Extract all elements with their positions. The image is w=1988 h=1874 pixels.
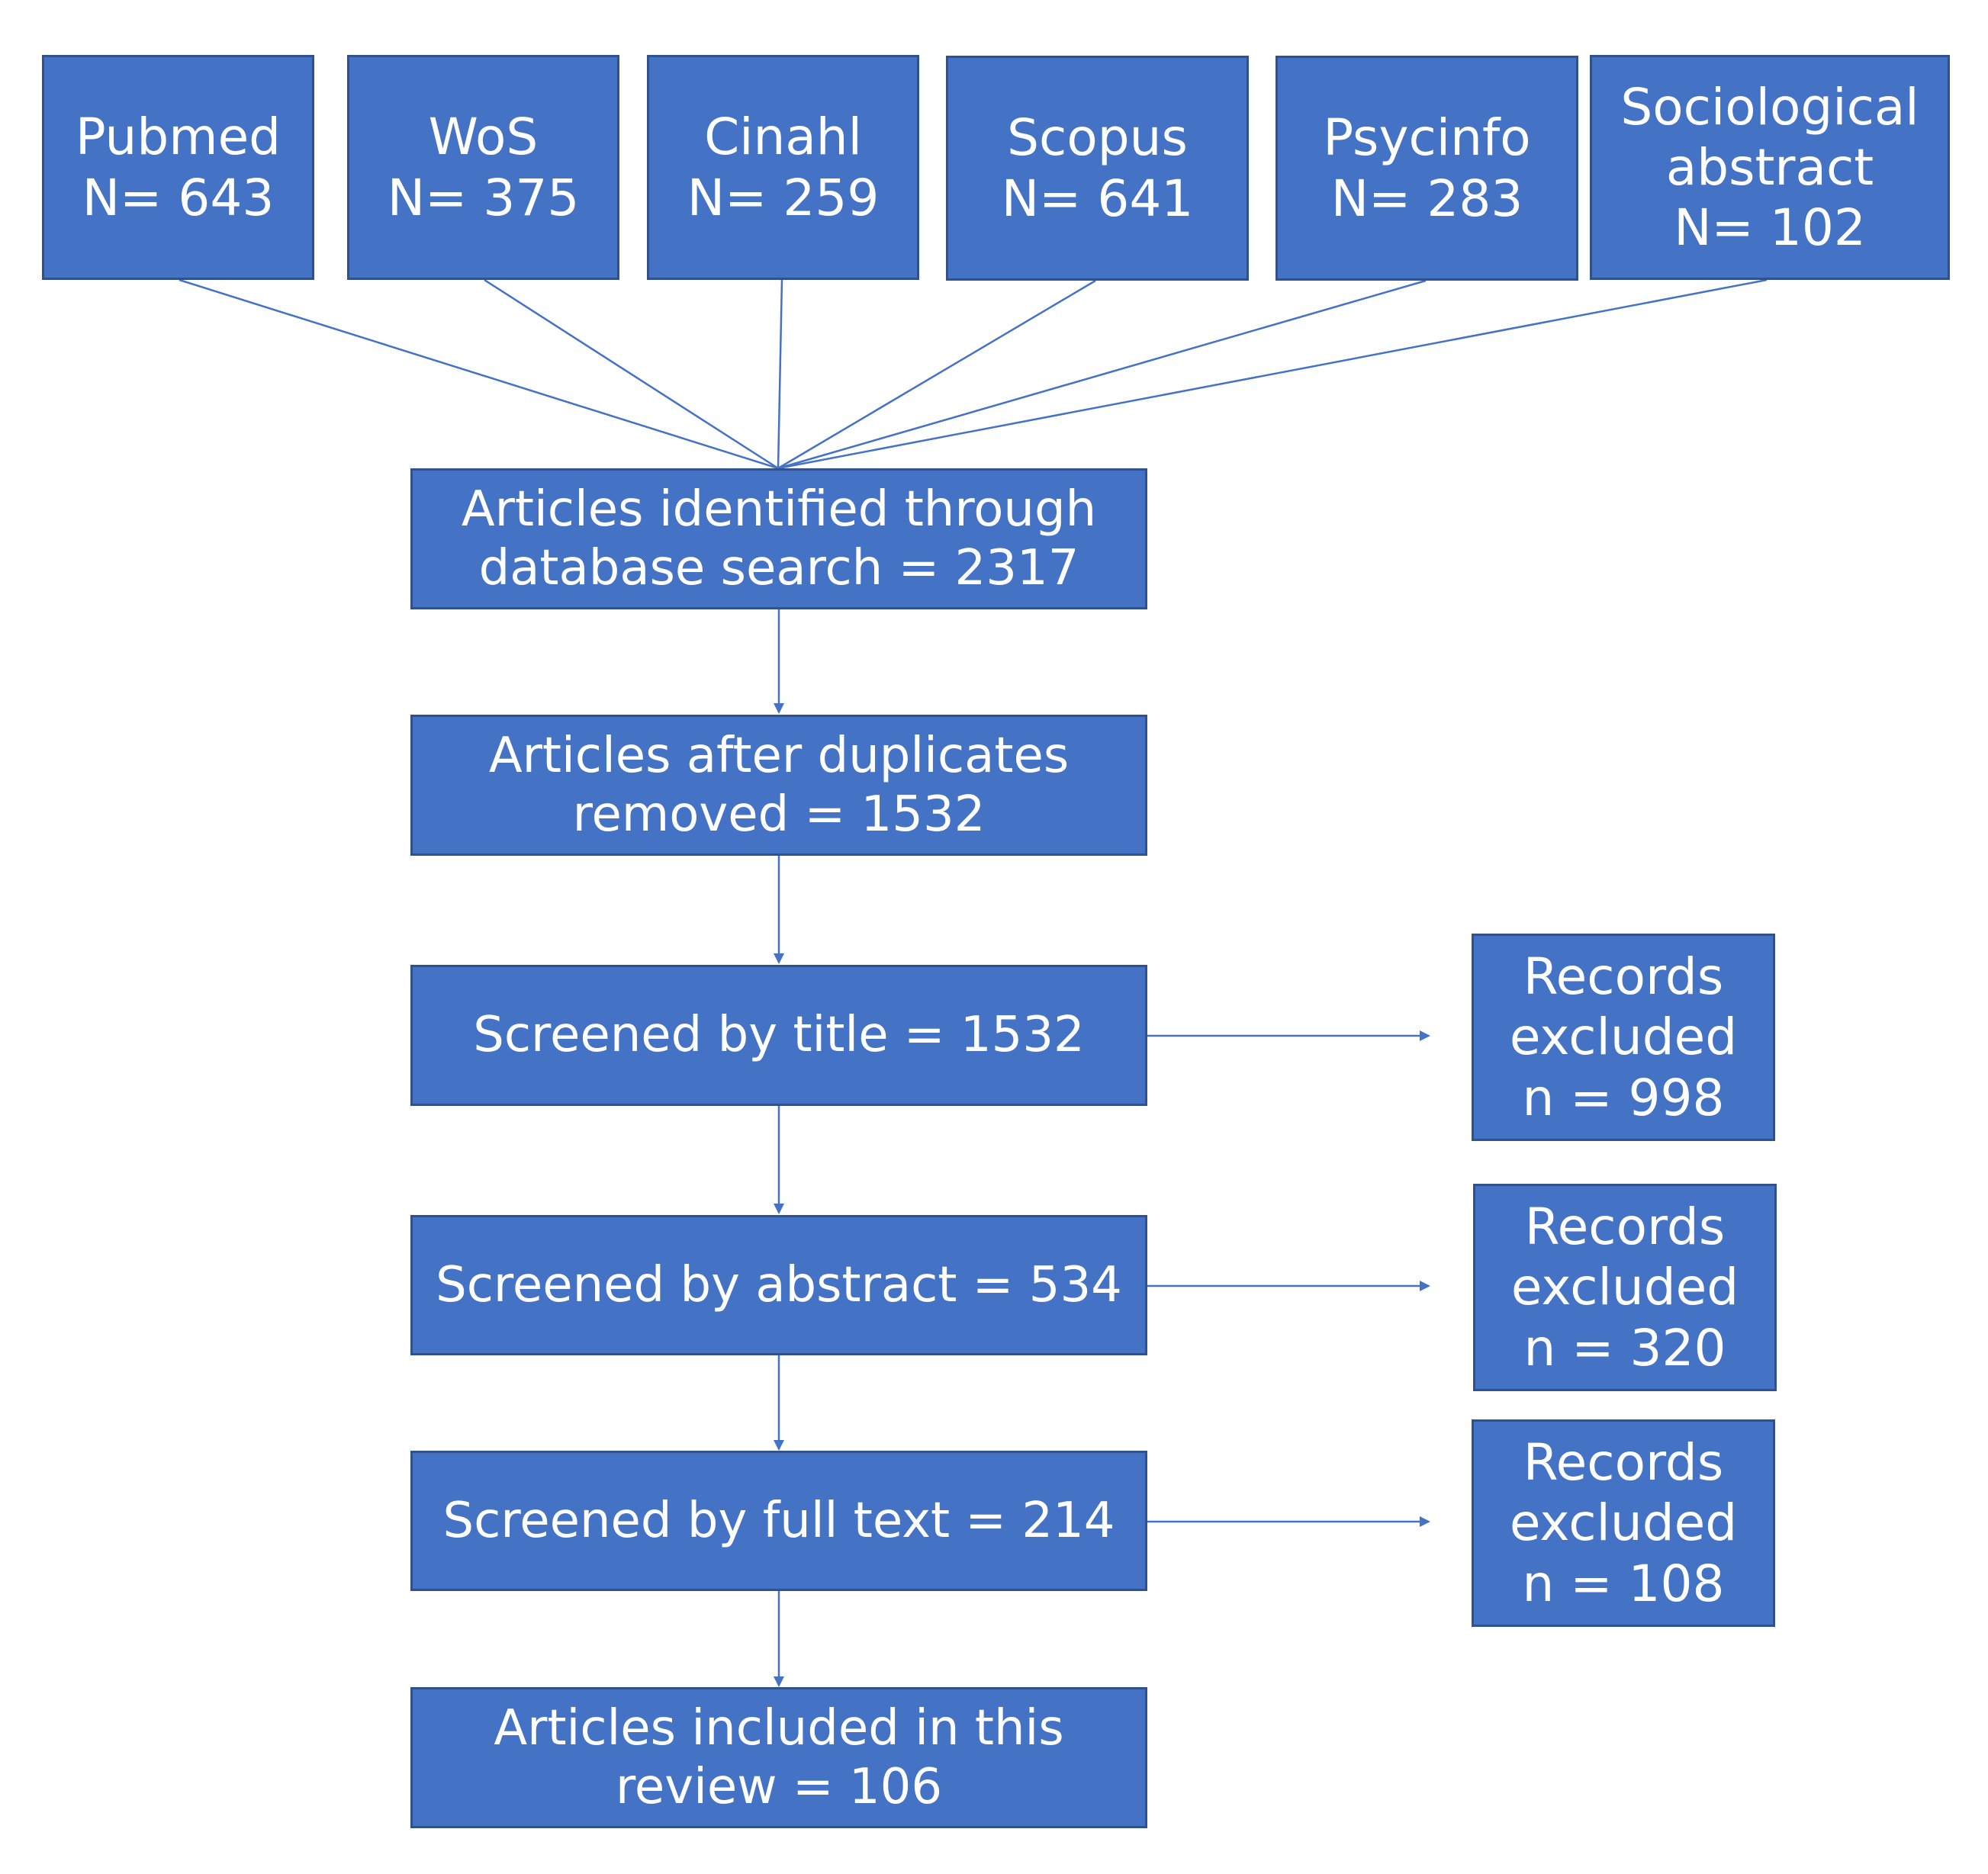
source-box-pubmed: Pubmed N= 643	[42, 55, 314, 280]
connector-scopus	[777, 279, 1096, 470]
excluded-count: n = 320	[1523, 1318, 1726, 1377]
connector-sociological	[777, 278, 1768, 470]
connector-wos	[484, 278, 779, 470]
source-box-wos: WoS N= 375	[347, 55, 619, 280]
excluded-line2: excluded	[1509, 1493, 1738, 1553]
source-count: N= 283	[1330, 169, 1523, 228]
excluded-line2: excluded	[1510, 1258, 1739, 1317]
flow-box-identified: Articles identified through database sea…	[410, 468, 1147, 609]
excluded-count: n = 108	[1522, 1554, 1725, 1613]
excluded-line1: Records	[1523, 1433, 1724, 1493]
connector-psycinfo	[777, 279, 1427, 470]
source-count: N= 641	[1001, 169, 1194, 228]
flow-text-line1: Articles identified through	[461, 481, 1097, 538]
flow-box-screened-abstract: Screened by abstract = 534	[410, 1215, 1147, 1355]
flow-box-screened-fulltext: Screened by full text = 214	[410, 1451, 1147, 1591]
source-count: N= 259	[687, 168, 880, 227]
source-box-scopus: Scopus N= 641	[946, 56, 1249, 281]
source-count: N= 643	[82, 168, 275, 227]
connector-cinahl	[777, 279, 783, 469]
source-box-psycinfo: Psycinfo N= 283	[1275, 56, 1578, 281]
source-name: Scopus	[1007, 108, 1188, 168]
source-name: WoS	[428, 108, 539, 167]
excluded-line1: Records	[1523, 947, 1724, 1007]
source-name-line1: Sociological	[1620, 77, 1919, 137]
excluded-line1: Records	[1524, 1197, 1726, 1257]
excluded-box-title: Records excluded n = 998	[1472, 934, 1775, 1141]
excluded-box-fulltext: Records excluded n = 108	[1472, 1419, 1775, 1627]
source-box-cinahl: Cinahl N= 259	[647, 55, 919, 280]
flow-text-line1: Articles after duplicates	[488, 727, 1070, 784]
flow-text-line2: review = 106	[615, 1758, 943, 1815]
source-count: N= 375	[387, 168, 580, 227]
source-name: Pubmed	[75, 108, 281, 167]
flow-text-line1: Screened by title = 1532	[473, 1007, 1085, 1064]
source-name: Cinahl	[704, 108, 862, 167]
excluded-line2: excluded	[1509, 1008, 1738, 1067]
flow-box-included: Articles included in this review = 106	[410, 1687, 1147, 1828]
flow-text-line1: Screened by abstract = 534	[436, 1256, 1122, 1313]
connector-pubmed	[179, 278, 779, 470]
flow-text-line1: Articles included in this	[494, 1699, 1064, 1757]
flow-box-deduplicated: Articles after duplicates removed = 1532	[410, 715, 1147, 856]
source-name-line2: abstract	[1665, 137, 1874, 197]
flow-text-line2: removed = 1532	[572, 786, 986, 843]
flow-text-line2: database search = 2317	[478, 539, 1079, 596]
excluded-box-abstract: Records excluded n = 320	[1473, 1184, 1777, 1391]
source-box-sociological-abstract: Sociological abstract N= 102	[1590, 55, 1950, 280]
excluded-count: n = 998	[1522, 1068, 1725, 1127]
source-count: N= 102	[1674, 198, 1866, 258]
flow-text-line1: Screened by full text = 214	[442, 1492, 1115, 1549]
flow-box-screened-title: Screened by title = 1532	[410, 965, 1147, 1106]
source-name: Psycinfo	[1323, 108, 1531, 168]
